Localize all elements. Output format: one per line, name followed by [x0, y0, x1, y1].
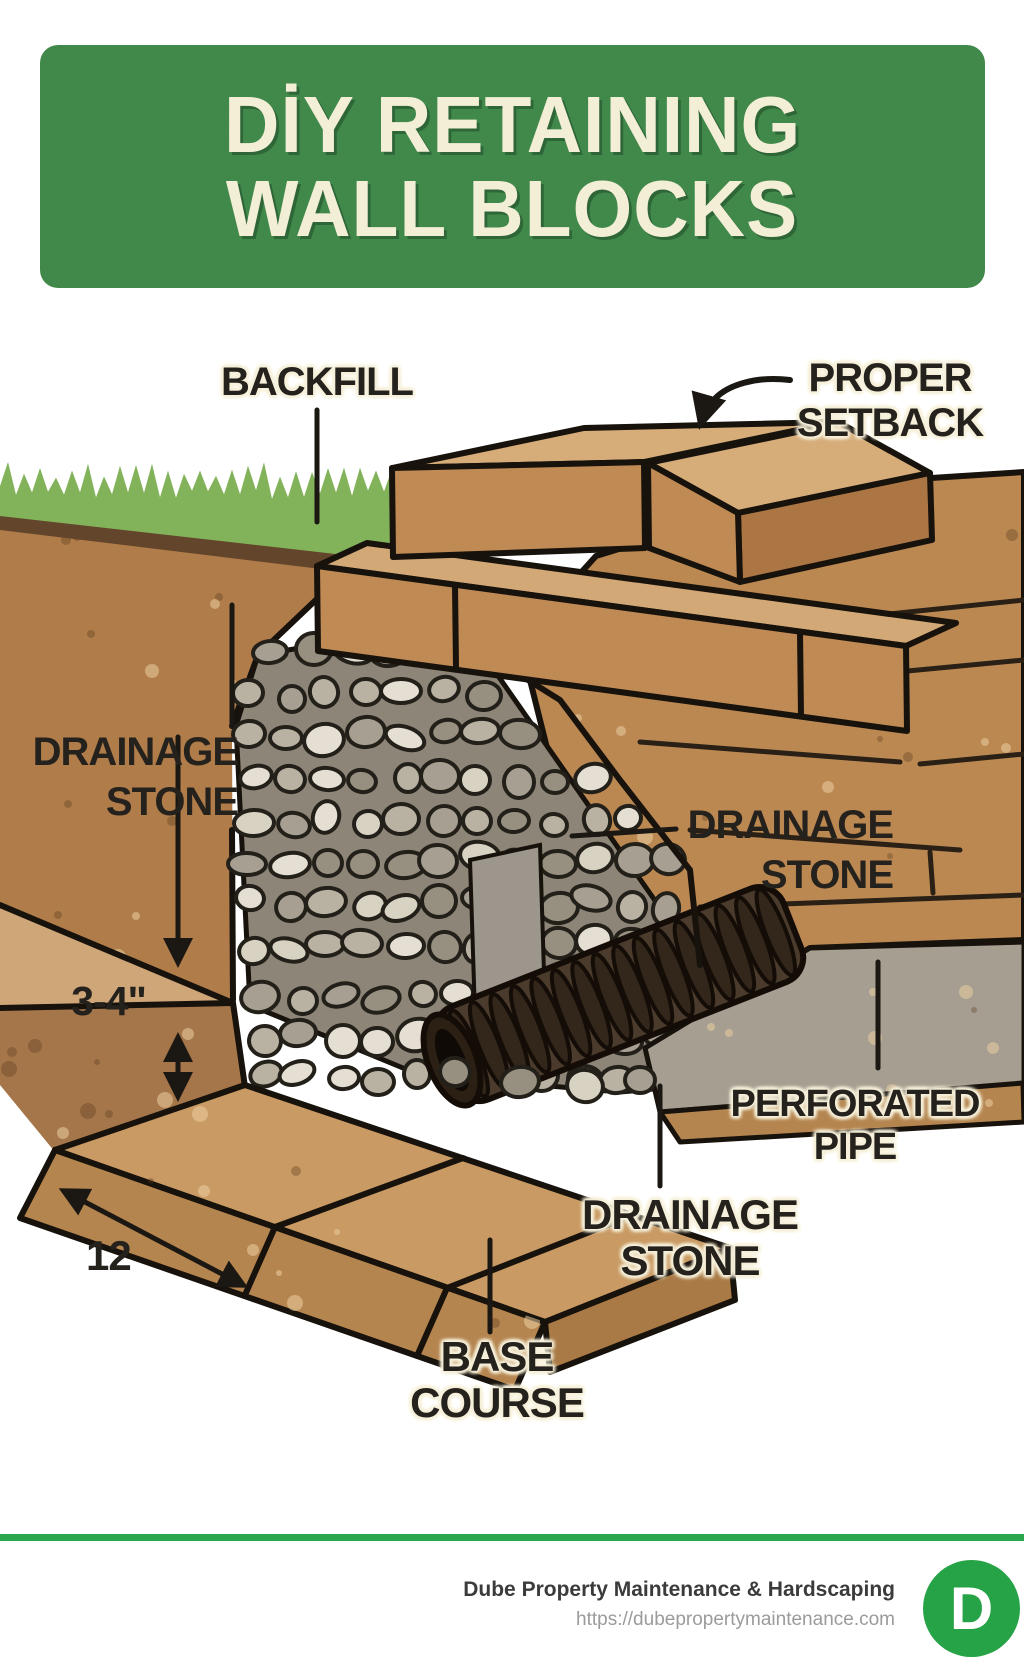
brand-logo-letter: D [949, 1574, 994, 1642]
label-drainage-stone-left: DRAINAGE STONE [32, 730, 239, 824]
width-dimension-arrow [58, 1188, 249, 1288]
excavation-bench [0, 902, 248, 1152]
label-perforated-pipe: PERFORATED PIPE [730, 1083, 981, 1169]
annotation-lines [58, 376, 881, 1335]
label-depth-3-4in: 3-4" [71, 978, 147, 1024]
label-base-course: BASE COURSE [410, 1333, 585, 1427]
title-banner: DİY RETAINING WALL BLOCKS [40, 45, 985, 288]
setback-arrow [691, 376, 793, 430]
wall-blocks [314, 419, 959, 968]
footer-divider [0, 1534, 1024, 1541]
brand-logo: D [923, 1560, 1020, 1657]
label-width-12: 12 [86, 1232, 132, 1279]
label-proper-setback: PROPER SETBACK [796, 356, 984, 445]
footer-company: Dube Property Maintenance & Hardscaping [463, 1578, 895, 1601]
title-line-2: WALL BLOCKS [226, 163, 799, 253]
label-drainage-stone-bottom: DRAINAGE STONE [581, 1191, 799, 1285]
footer-text: Dube Property Maintenance & Hardscaping … [463, 1578, 895, 1631]
label-backfill: BACKFILL [221, 360, 414, 404]
footer-url: https://dubepropertymaintenance.com [576, 1609, 895, 1630]
gravel-front-of-pipe [438, 1055, 657, 1105]
drainage-right-leader [569, 826, 679, 839]
label-drainage-stone-right: DRAINAGE STONE [687, 803, 894, 897]
title-line-1: DİY RETAINING [223, 79, 802, 169]
